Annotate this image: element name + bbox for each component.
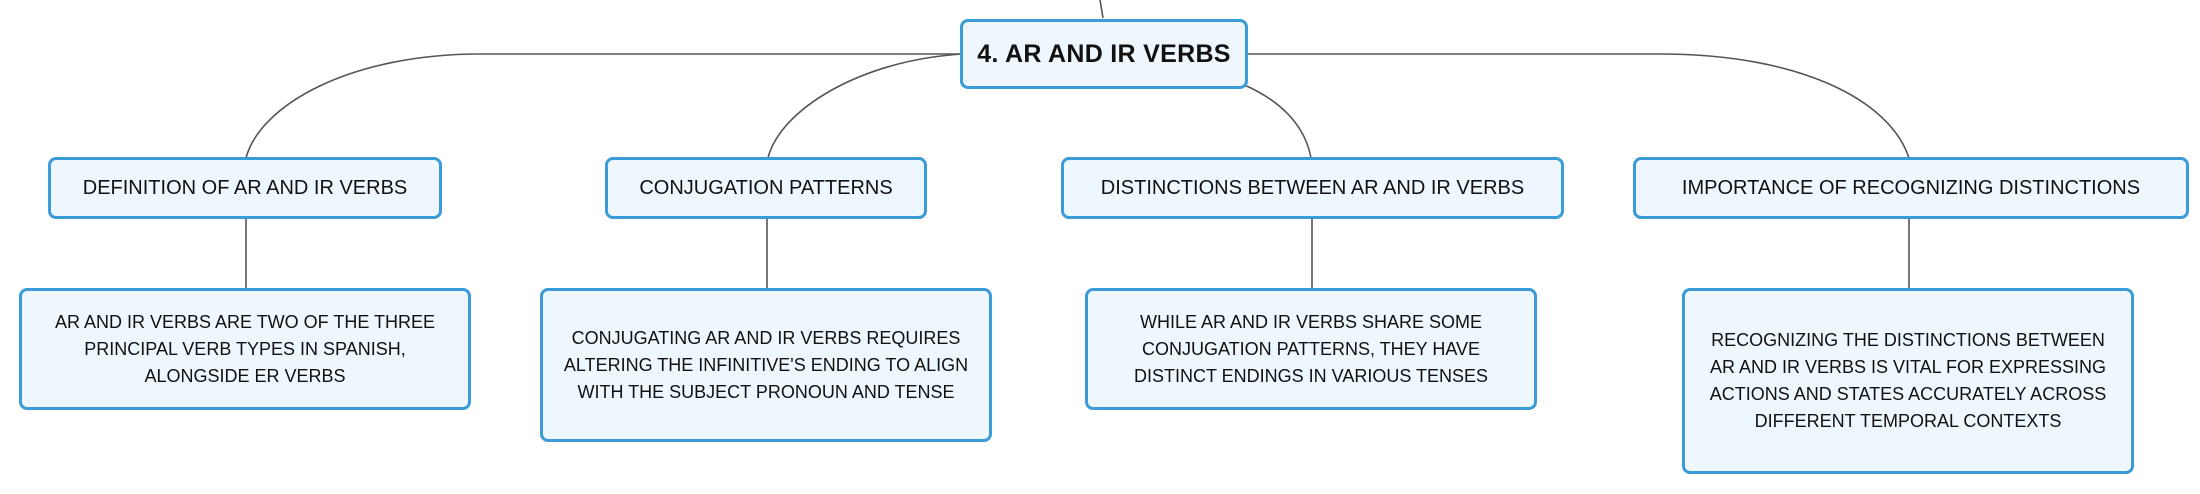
connector-root-to-branch-3: [1241, 83, 1312, 159]
branch-importance-node[interactable]: IMPORTANCE OF RECOGNIZING DISTINCTIONS: [1633, 157, 2189, 219]
branch-definition-node[interactable]: DEFINITION OF AR AND IR VERBS: [48, 157, 442, 219]
connector-root-to-branch-4: [1247, 53, 1910, 159]
branch-distinctions-node[interactable]: DISTINCTIONS BETWEEN AR AND IR VERBS: [1061, 157, 1564, 219]
detail-definition-node[interactable]: AR AND IR VERBS ARE TWO OF THE THREE PRI…: [19, 288, 471, 410]
detail-distinctions-node[interactable]: WHILE AR AND IR VERBS SHARE SOME CONJUGA…: [1085, 288, 1537, 410]
branch-importance-label: IMPORTANCE OF RECOGNIZING DISTINCTIONS: [1681, 176, 2141, 199]
detail-conjugation-node[interactable]: CONJUGATING AR AND IR VERBS REQUIRES ALT…: [540, 288, 992, 442]
detail-importance-text: RECOGNIZING THE DISTINCTIONS BETWEEN AR …: [1709, 330, 2107, 431]
root-topic-label: 4. AR AND IR VERBS: [977, 39, 1231, 68]
branch-distinctions-label: DISTINCTIONS BETWEEN AR AND IR VERBS: [1100, 176, 1525, 199]
connector-parent-to-root: [1099, 0, 1104, 19]
connector-root-to-branch-2: [767, 53, 964, 159]
connector-root-to-branch-1: [245, 53, 963, 159]
detail-importance-node[interactable]: RECOGNIZING THE DISTINCTIONS BETWEEN AR …: [1682, 288, 2134, 474]
branch-conjugation-node[interactable]: CONJUGATION PATTERNS: [605, 157, 927, 219]
detail-distinctions-text: WHILE AR AND IR VERBS SHARE SOME CONJUGA…: [1133, 311, 1489, 386]
branch-definition-label: DEFINITION OF AR AND IR VERBS: [82, 176, 408, 199]
root-topic-node[interactable]: 4. AR AND IR VERBS: [960, 19, 1248, 89]
detail-definition-text: AR AND IR VERBS ARE TWO OF THE THREE PRI…: [54, 311, 436, 386]
detail-conjugation-text: CONJUGATING AR AND IR VERBS REQUIRES ALT…: [563, 327, 969, 402]
branch-conjugation-label: CONJUGATION PATTERNS: [639, 176, 893, 199]
